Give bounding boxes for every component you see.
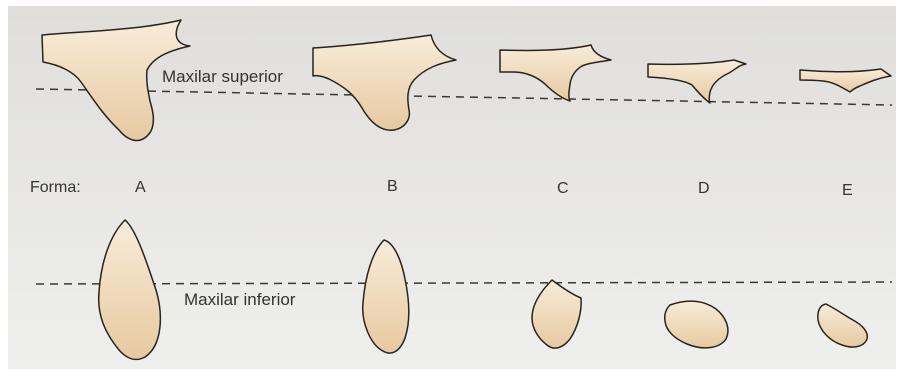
form-e-label: E [842,182,853,199]
forma-label: Forma: [30,179,81,196]
form-d-label: D [698,180,710,197]
lower-jaw-label: Maxilar inferior [184,290,296,309]
form-a-label: A [135,179,146,196]
upper-jaw-label: Maxilar superior [162,67,283,86]
form-c-label: C [557,180,569,197]
bottom-border [0,369,904,379]
form-b-label: B [387,178,398,195]
